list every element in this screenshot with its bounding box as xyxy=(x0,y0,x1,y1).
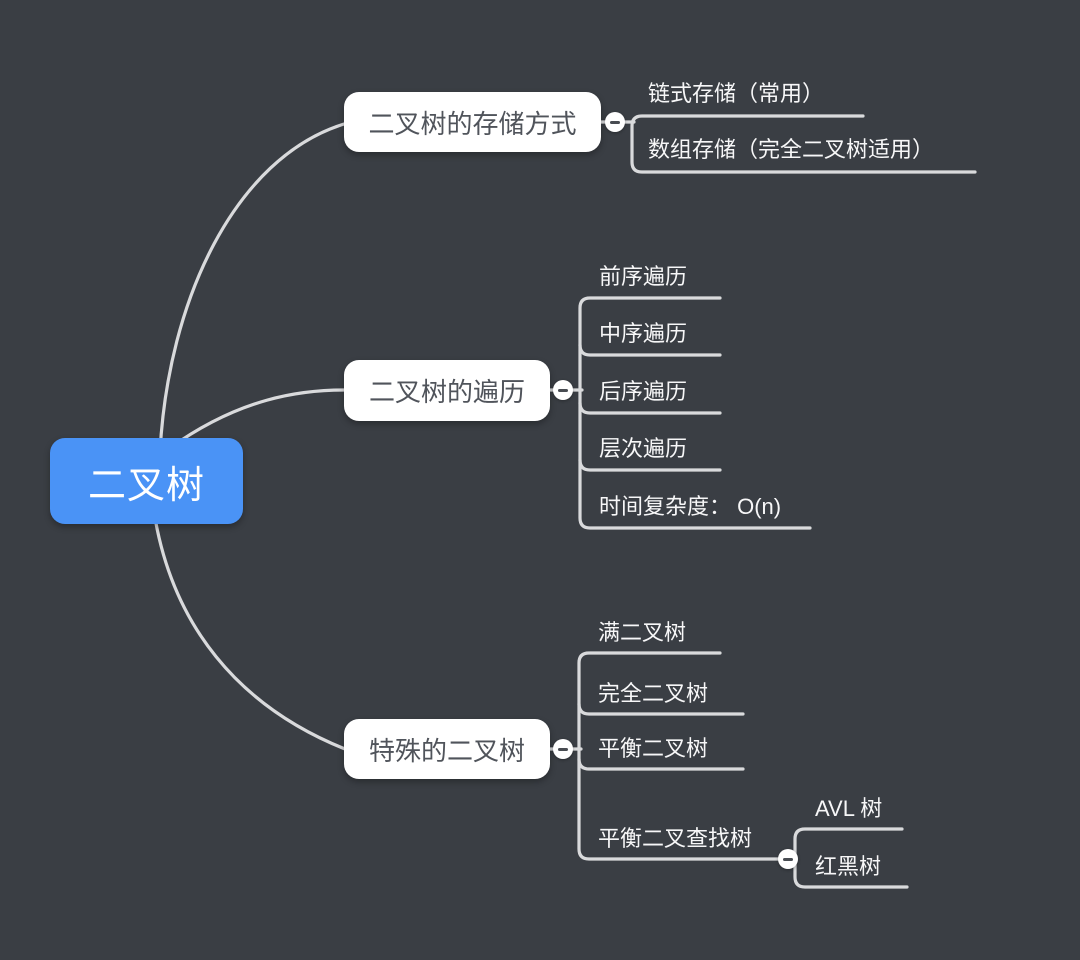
child-node-time-complexity[interactable]: 时间复杂度： O(n) xyxy=(599,494,782,519)
underline-branch3-child2 xyxy=(577,702,745,716)
curve-root-to-branch3 xyxy=(152,510,347,751)
branch-node-special-trees-label: 特殊的二叉树 xyxy=(368,735,525,766)
collapse-button-balanced-bst[interactable] xyxy=(778,849,798,869)
curve-root-to-branch1 xyxy=(158,122,346,454)
branch-node-traversal[interactable]: 二叉树的遍历 xyxy=(344,360,550,421)
child-node-preorder[interactable]: 前序遍历 xyxy=(599,264,688,289)
underline-branch2-child4 xyxy=(578,458,722,472)
root-node-label: 二叉树 xyxy=(87,464,205,507)
child-node-full-binary-tree[interactable]: 满二叉树 xyxy=(598,620,687,645)
child-node-balanced-bst[interactable]: 平衡二叉查找树 xyxy=(598,826,753,851)
collapse-button-special-trees[interactable] xyxy=(553,739,573,759)
child-node-level-order[interactable]: 层次遍历 xyxy=(599,436,688,461)
child-node-array-storage[interactable]: 数组存储（完全二叉树适用） xyxy=(648,137,935,162)
child-node-postorder[interactable]: 后序遍历 xyxy=(599,379,688,404)
child-node-linked-storage[interactable]: 链式存储（常用） xyxy=(648,81,825,106)
root-node-binary-tree[interactable]: 二叉树 xyxy=(50,438,243,524)
branch-node-traversal-label: 二叉树的遍历 xyxy=(368,377,525,407)
bracket-branch2-outer xyxy=(578,296,812,530)
child-node-red-black-tree[interactable]: 红黑树 xyxy=(815,854,882,879)
bracket-branch1 xyxy=(630,114,977,174)
child-node-balanced-binary-tree[interactable]: 平衡二叉树 xyxy=(598,736,709,761)
child-node-avl-tree[interactable]: AVL 树 xyxy=(815,796,883,821)
minus-icon xyxy=(610,120,620,124)
branch-node-storage-label: 二叉树的存储方式 xyxy=(368,108,577,139)
curve-root-to-branch2 xyxy=(168,388,346,450)
collapse-button-storage[interactable] xyxy=(605,112,625,132)
underline-branch2-child3 xyxy=(578,401,722,415)
child-node-complete-binary-tree[interactable]: 完全二叉树 xyxy=(598,681,709,706)
minus-icon xyxy=(558,747,568,751)
minus-icon xyxy=(558,388,568,392)
bracket-branch3-outer xyxy=(577,651,790,861)
branch-node-special-trees[interactable]: 特殊的二叉树 xyxy=(344,719,550,779)
child-node-inorder[interactable]: 中序遍历 xyxy=(599,321,688,346)
branch-node-storage[interactable]: 二叉树的存储方式 xyxy=(344,92,601,152)
underline-branch3-child3 xyxy=(577,757,745,771)
underline-branch2-child2 xyxy=(578,343,722,357)
minus-icon xyxy=(783,857,793,861)
collapse-button-traversal[interactable] xyxy=(553,380,573,400)
